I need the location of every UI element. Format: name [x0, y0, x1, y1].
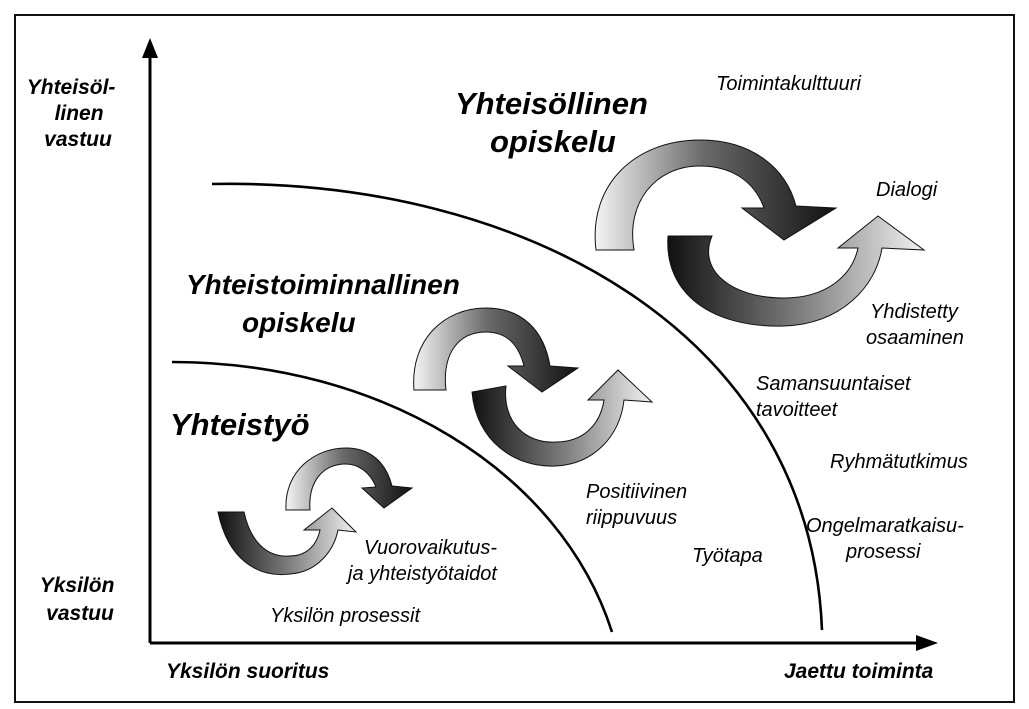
cycle-arrows-medium: [414, 308, 652, 466]
term-culture: Toimintakulttuuri: [716, 73, 861, 95]
x-axis-left-label: Yksilön suoritus: [166, 660, 329, 683]
term-skills: Vuorovaikutus- ja yhteistyötaidot: [345, 537, 503, 585]
cycle-arrows-large: [595, 140, 924, 326]
cycle-arrow-top-small: [286, 448, 412, 510]
term-combined-expertise: Yhdistetty osaaminen: [866, 301, 964, 349]
x-axis-right-label: Jaettu toiminta: [784, 660, 934, 683]
term-shared-goals: Samansuuntaiset tavoitteet: [756, 373, 916, 421]
term-positive-dependence: Positiivinen riippuvuus: [586, 481, 693, 529]
level-title-individual: Yhteistyö: [170, 407, 310, 442]
term-working-method: Työtapa: [692, 545, 763, 567]
level-title-communal: Yhteisöllinen opiskelu: [455, 86, 657, 159]
y-axis: [142, 38, 158, 643]
x-axis: [150, 635, 938, 651]
level-title-cooperative: Yhteistoiminnallinen opiskelu: [186, 269, 468, 338]
term-group-research: Ryhmätutkimus: [830, 451, 968, 473]
y-axis-bottom-label: Yksilön vastuu: [40, 574, 121, 625]
term-individual-processes: Yksilön prosessit: [270, 605, 422, 627]
y-axis-top-label: Yhteisöl- linen vastuu: [27, 76, 122, 151]
cycle-arrow-bottom-small: [218, 508, 356, 575]
cycle-arrow-top-large: [595, 140, 836, 250]
cycle-arrow-bottom-medium: [472, 370, 652, 466]
term-dialogue: Dialogi: [876, 179, 938, 201]
cycle-arrow-top-medium: [414, 308, 578, 392]
term-problem-solving: Ongelmaratkaisu- prosessi: [806, 515, 969, 563]
